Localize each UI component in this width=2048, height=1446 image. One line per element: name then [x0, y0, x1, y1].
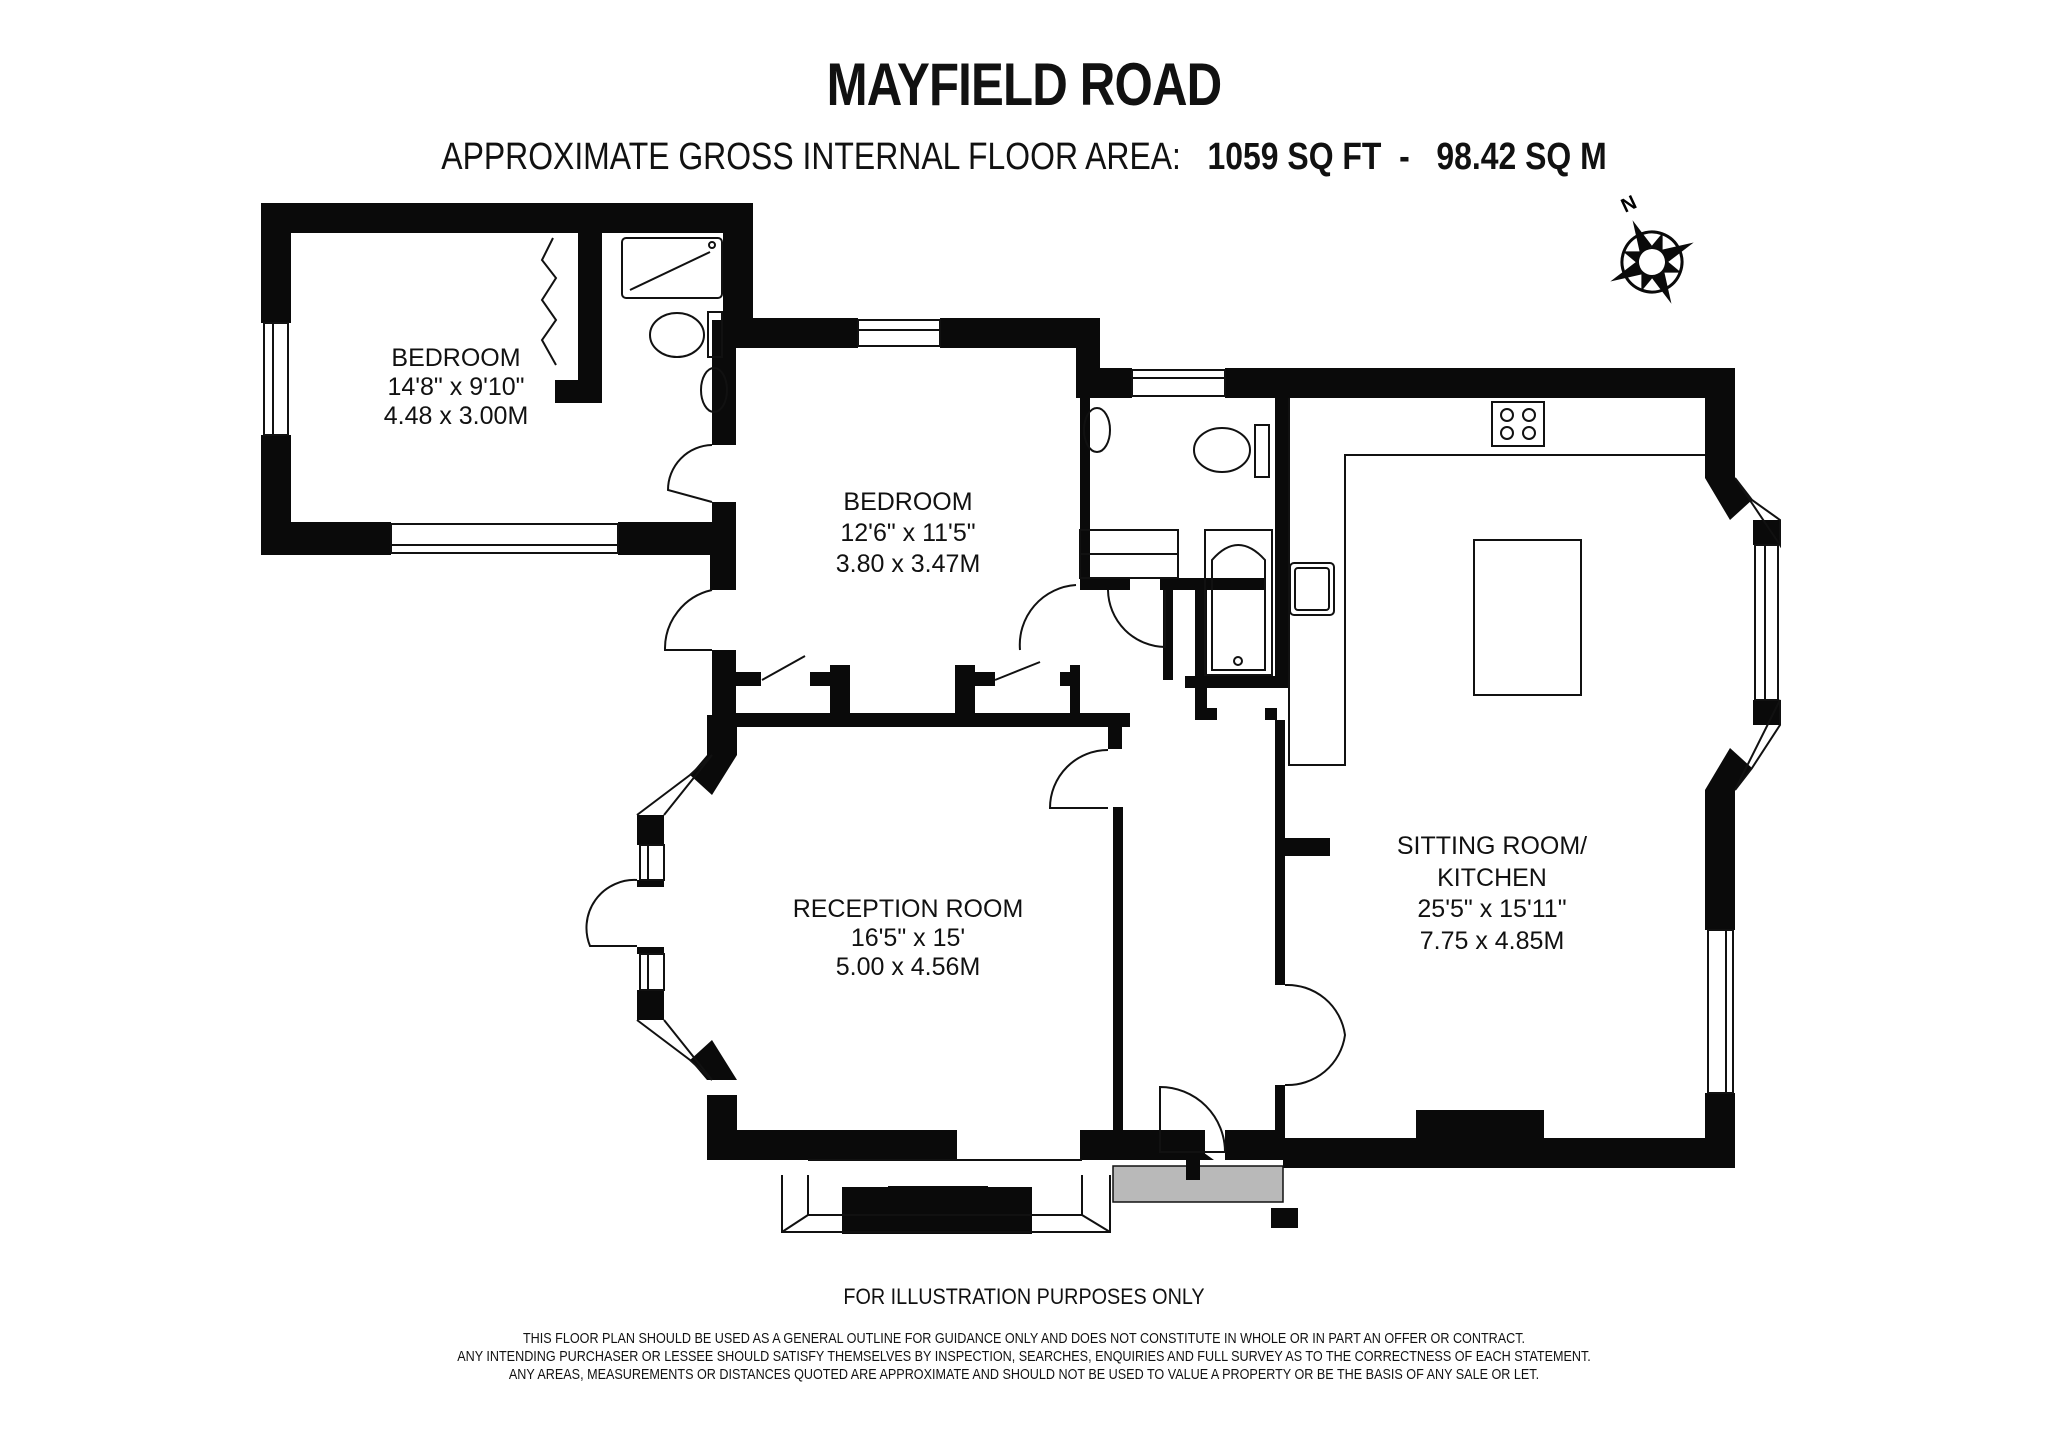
- svg-text:7.75 x 4.85M: 7.75 x 4.85M: [1420, 927, 1565, 955]
- svg-text:3.80 x 3.47M: 3.80 x 3.47M: [836, 550, 981, 578]
- illustration-note: FOR ILLUSTRATION PURPOSES ONLY: [843, 1284, 1205, 1309]
- disclaimer-line: ANY AREAS, MEASUREMENTS OR DISTANCES QUO…: [508, 1366, 1540, 1383]
- room-label-bedroom-1: BEDROOM 14'8" x 9'10" 4.48 x 3.00M: [384, 344, 529, 430]
- svg-text:25'5" x 15'11": 25'5" x 15'11": [1417, 895, 1566, 923]
- svg-text:14'8" x 9'10": 14'8" x 9'10": [387, 373, 524, 401]
- area-sqm: 98.42 SQ M: [1436, 136, 1607, 178]
- disclaimer-line: THIS FLOOR PLAN SHOULD BE USED AS A GENE…: [522, 1330, 1526, 1347]
- svg-text:5.00 x 4.56M: 5.00 x 4.56M: [836, 953, 981, 981]
- compass-north-label: N: [1618, 191, 1640, 217]
- disclaimer-line: ANY INTENDING PURCHASER OR LESSEE SHOULD…: [457, 1348, 1591, 1365]
- svg-text:12'6" x 11'5": 12'6" x 11'5": [840, 519, 975, 547]
- svg-text:16'5" x 15': 16'5" x 15': [851, 924, 965, 952]
- compass-rose-icon: [1610, 220, 1694, 304]
- area-separator: -: [1399, 136, 1410, 178]
- floor-area-summary: APPROXIMATE GROSS INTERNAL FLOOR AREA: 1…: [164, 136, 1884, 179]
- svg-text:BEDROOM: BEDROOM: [391, 344, 520, 372]
- svg-text:BEDROOM: BEDROOM: [843, 488, 972, 516]
- svg-text:SITTING ROOM/: SITTING ROOM/: [1397, 832, 1587, 860]
- area-label: APPROXIMATE GROSS INTERNAL FLOOR AREA:: [441, 136, 1181, 178]
- room-label-reception: RECEPTION ROOM 16'5" x 15' 5.00 x 4.56M: [793, 895, 1024, 981]
- room-label-bedroom-2: BEDROOM 12'6" x 11'5" 3.80 x 3.47M: [836, 488, 981, 578]
- svg-text:RECEPTION ROOM: RECEPTION ROOM: [793, 895, 1024, 923]
- entrance-arrow-icon: [1172, 1145, 1214, 1180]
- svg-text:4.48 x 3.00M: 4.48 x 3.00M: [384, 402, 529, 430]
- disclaimer: THIS FLOOR PLAN SHOULD BE USED AS A GENE…: [164, 1330, 1884, 1384]
- room-label-sitting-room-kitchen: SITTING ROOM/ KITCHEN 25'5" x 15'11" 7.7…: [1397, 832, 1587, 955]
- walls: [261, 203, 1780, 1234]
- area-sqft: 1059 SQ FT: [1207, 136, 1382, 178]
- page-title: MAYFIELD ROAD: [826, 51, 1223, 118]
- svg-text:KITCHEN: KITCHEN: [1437, 864, 1547, 892]
- fixtures-and-lines: [263, 237, 1781, 1233]
